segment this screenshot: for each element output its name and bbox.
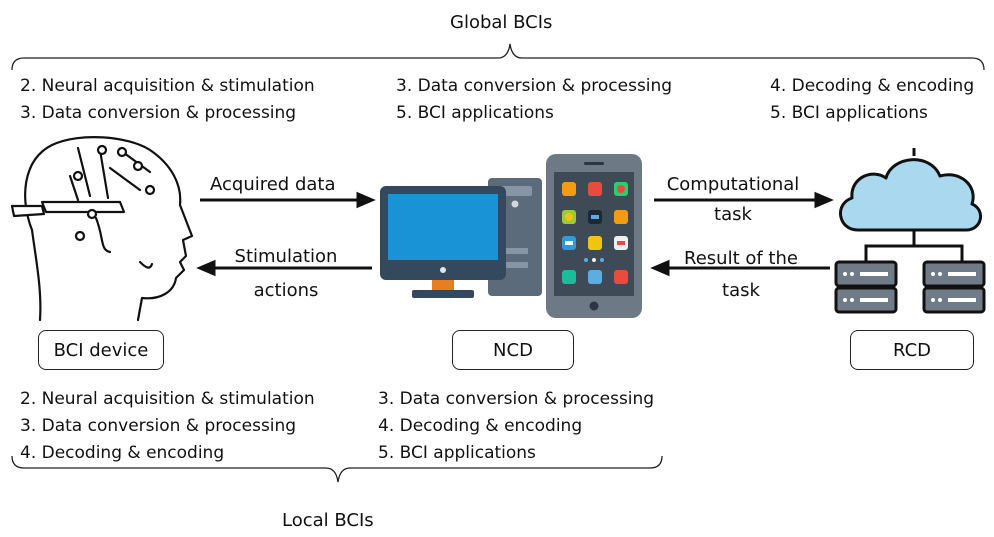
bci-device-box: BCI device [38,330,164,370]
global-col1-item-2: 3. Data conversion & processing [20,103,297,123]
stimulation-label-line2: actions [253,280,319,301]
result-label-line1: Result of the [684,248,798,269]
cloud-server-icon [834,148,986,314]
global-col2-item-2: 5. BCI applications [396,103,554,123]
global-col2-item-1: 3. Data conversion & processing [396,76,673,96]
stimulation-arrow [196,259,372,277]
ncd-box: NCD [452,330,574,370]
global-brace [11,43,985,71]
bci-device-label: BCI device [53,339,149,361]
computational-label-line1: Computational [666,174,800,195]
global-bcis-title: Global BCIs [450,12,553,33]
local-col1-item-2: 3. Data conversion & processing [20,416,297,436]
global-col1-item-1: 2. Neural acquisition & stimulation [20,76,315,96]
result-label-line2: task [722,280,760,301]
result-arrow [650,259,830,277]
computational-task-arrow [654,191,834,209]
local-col2-item-3: 5. BCI applications [378,443,536,463]
bci-head-icon [10,136,194,322]
local-bcis-title: Local BCIs [282,510,374,531]
local-col2-item-2: 4. Decoding & encoding [378,416,583,436]
local-col2-item-1: 3. Data conversion & processing [378,389,655,409]
desktop-computer-icon [380,178,542,298]
acquired-data-arrow [200,191,376,209]
stimulation-label-line1: Stimulation [234,246,338,267]
computational-label-line2: task [714,204,752,225]
acquired-data-label: Acquired data [210,174,336,195]
rcd-box: RCD [850,330,974,370]
rcd-label: RCD [892,339,932,361]
local-col1-item-3: 4. Decoding & encoding [20,443,225,463]
global-col3-item-2: 5. BCI applications [770,103,928,123]
local-col1-item-1: 2. Neural acquisition & stimulation [20,389,315,409]
global-col3-item-1: 4. Decoding & encoding [770,76,975,96]
local-brace [11,455,663,483]
ncd-label: NCD [493,339,533,361]
smartphone-icon [546,154,642,318]
